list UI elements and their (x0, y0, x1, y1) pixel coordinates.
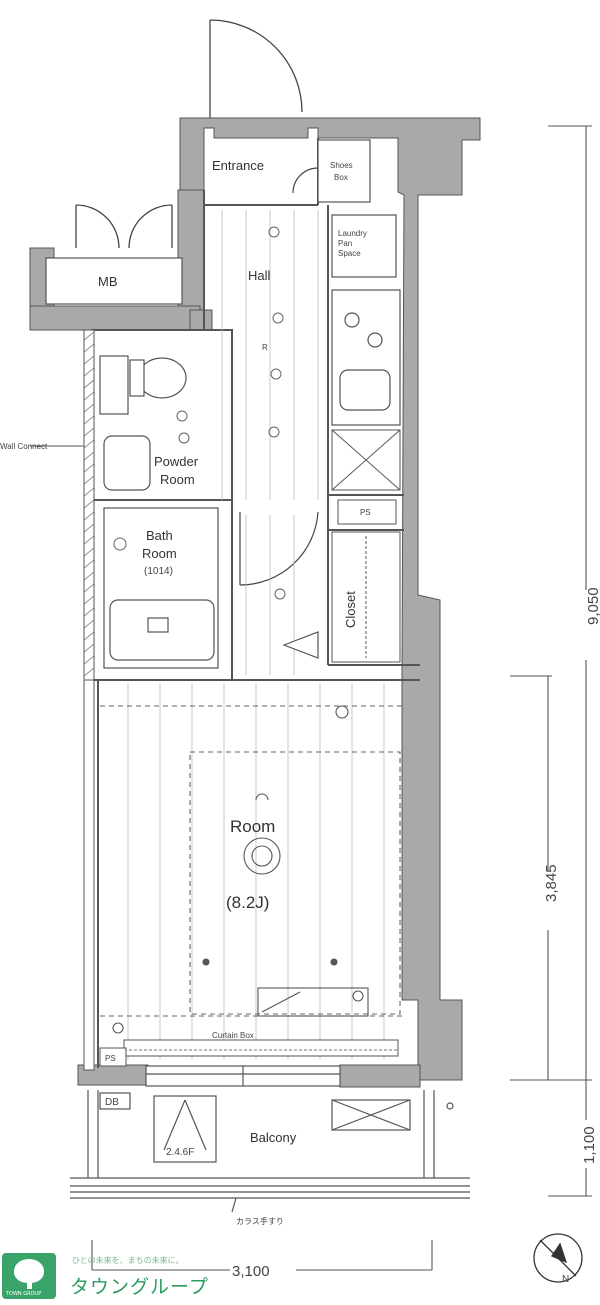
brand-logo: TOWN GROUP (2, 1253, 56, 1299)
shoes-box-label-2: Box (334, 173, 348, 182)
hall-label: Hall (248, 268, 271, 283)
laundry-label-2: Pan (338, 239, 352, 248)
ps-lower-label: PS (105, 1054, 116, 1063)
hall-lights (113, 226, 286, 600)
laundry-label-3: Space (338, 249, 361, 258)
entrance-door (209, 19, 303, 118)
shoes-box-label-1: Shoes (330, 161, 353, 170)
room-size-label: (8.2J) (226, 893, 269, 912)
balcony-label: Balcony (250, 1130, 297, 1145)
glass-rail-label: カラス手すり (236, 1216, 284, 1226)
hall-marker (282, 631, 319, 659)
curtain-box (123, 1039, 399, 1057)
room-label: Room (230, 817, 275, 836)
balcony-tank-label: 2.4.6F (166, 1147, 194, 1158)
tree-trunk (27, 1281, 32, 1289)
hall-floor (221, 210, 319, 675)
toilet (99, 355, 187, 415)
compass-icon (533, 1233, 583, 1283)
mb-doors (75, 204, 173, 249)
powder-sink (103, 435, 151, 491)
dimension-lines (30, 125, 592, 1271)
bath-room-label-1: Bath (146, 528, 173, 543)
shoes-box (317, 139, 371, 203)
bath-room-label-2: Room (142, 546, 177, 561)
kitchen-counter (331, 289, 401, 426)
mb-label: MB (98, 274, 118, 289)
bath-tub (103, 507, 219, 669)
exterior-walls (29, 117, 481, 1088)
tree-icon (14, 1259, 44, 1283)
curtain-box-label: Curtain Box (212, 1031, 254, 1040)
room-floor (127, 684, 385, 1060)
compass-label: N (562, 1274, 569, 1285)
balcony-rail (70, 1177, 470, 1213)
interior-walls (91, 138, 420, 1068)
entrance-label: Entrance (212, 158, 264, 173)
db-label: DB (105, 1097, 119, 1108)
balcony-depth-dimension: 1,100 (581, 1126, 598, 1164)
brand-name: タウングループ (70, 1276, 209, 1298)
powder-room-label-2: Room (160, 472, 195, 487)
powder-room-label-1: Powder (154, 454, 199, 469)
hatched-wall (83, 329, 95, 1071)
room-fixtures (112, 705, 369, 1034)
wall-connect-label: Wall Connect (0, 442, 48, 451)
ps-lower-box (99, 1047, 127, 1067)
room-dashed-lines (100, 705, 402, 1017)
r-mark-label: R (262, 343, 268, 352)
closet-box (331, 531, 401, 663)
room-height-dimension: 3,845 (543, 864, 560, 902)
mb-box (45, 257, 183, 305)
width-dimension: 3,100 (232, 1263, 270, 1280)
ps-box (337, 499, 397, 525)
logo-caption: TOWN GROUP (6, 1291, 42, 1297)
bath-room-label-3: (1014) (144, 566, 173, 577)
laundry-pan (331, 214, 397, 278)
laundry-label-1: Laundry (338, 229, 367, 238)
balcony (87, 1090, 454, 1178)
fridge-space (331, 429, 401, 491)
brand-tagline: ひとの未来を、まちの未来に。 (72, 1256, 184, 1265)
closet-label: Closet (343, 591, 358, 628)
ps-label: PS (360, 508, 371, 517)
total-height-dimension: 9,050 (585, 587, 600, 625)
window-frames (145, 1065, 341, 1087)
